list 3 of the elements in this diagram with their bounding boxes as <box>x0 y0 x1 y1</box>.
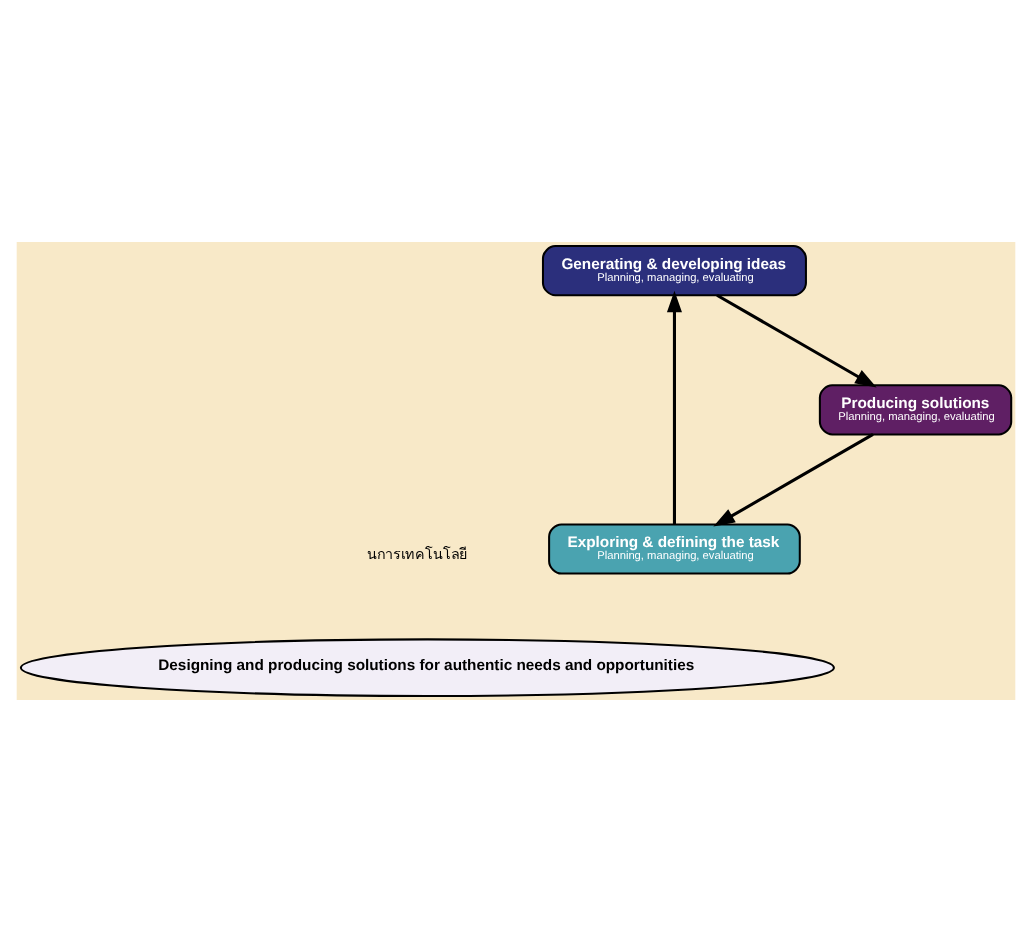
arrow <box>716 293 877 388</box>
arrow <box>666 290 682 525</box>
arrow <box>713 433 874 527</box>
